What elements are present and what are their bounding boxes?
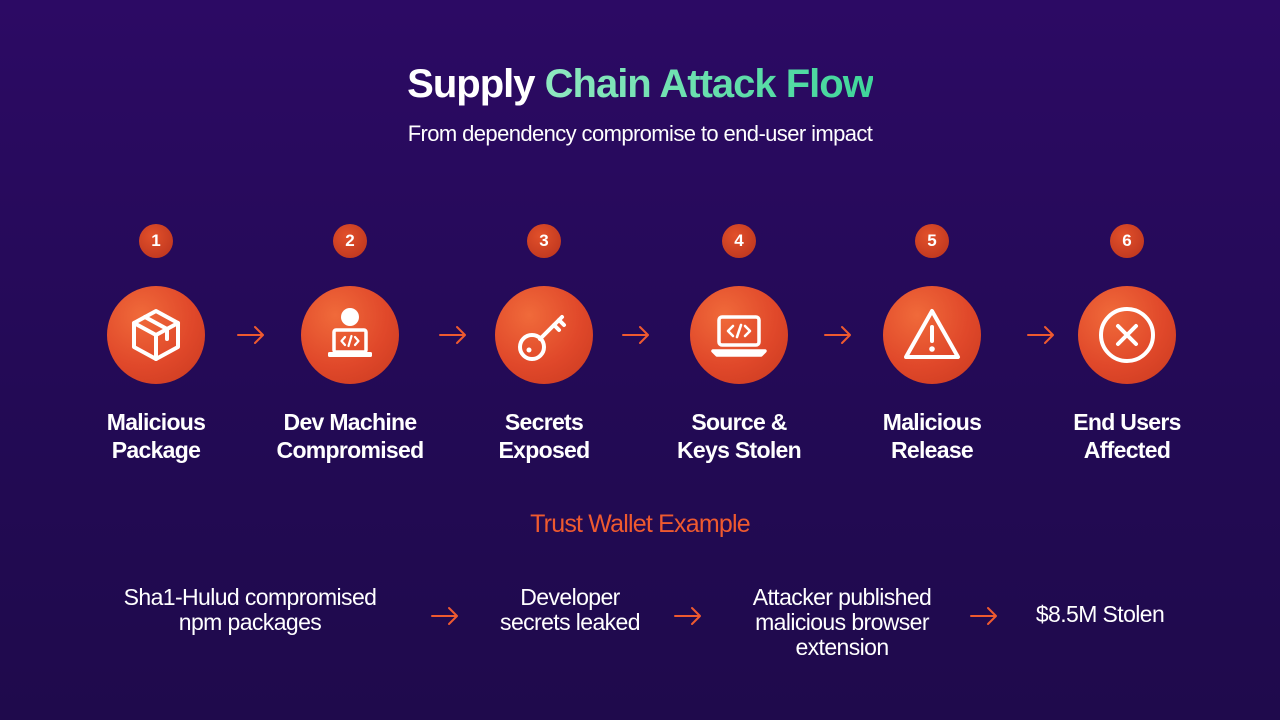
step-label: End Users Affected	[1073, 409, 1181, 463]
step-icon-circle	[690, 286, 788, 384]
arrow-right-icon	[431, 607, 458, 625]
step-number-badge: 5	[915, 224, 949, 258]
step-label: Secrets Exposed	[498, 409, 591, 463]
flow-step-5: 5 Malicious Release	[832, 224, 1032, 464]
step-icon-circle	[301, 286, 399, 384]
arrow-right-icon	[237, 326, 264, 344]
example-item-3: Attacker published malicious browser ext…	[752, 584, 932, 660]
step-icon-circle	[883, 286, 981, 384]
step-icon-circle	[1078, 286, 1176, 384]
step-icon-circle	[495, 286, 593, 384]
step-number-badge: 4	[722, 224, 756, 258]
flow-step-2: 2 Dev Machine Compromised	[250, 224, 450, 464]
flow-step-4: 4 Source & Keys Stolen	[639, 224, 839, 464]
example-item-4: $8.5M Stolen	[1035, 601, 1165, 627]
step-label: Dev Machine Compromised	[276, 409, 425, 463]
arrow-right-icon	[824, 326, 851, 344]
title-part-1: Supply	[407, 62, 535, 106]
example-title: Trust Wallet Example	[530, 510, 751, 538]
warning-triangle-icon	[904, 309, 960, 359]
step-icon-circle	[107, 286, 205, 384]
arrow-right-icon	[674, 607, 701, 625]
page-title: Supply Chain Attack Flow	[0, 62, 1280, 107]
key-icon	[518, 315, 566, 361]
step-label: Malicious Package	[106, 409, 206, 463]
step-number-badge: 1	[139, 224, 173, 258]
laptop-code-icon	[711, 315, 767, 357]
step-number-badge: 3	[527, 224, 561, 258]
page-subtitle: From dependency compromise to end-user i…	[407, 121, 873, 146]
arrow-right-icon	[1027, 326, 1054, 344]
example-item-2: Developer secrets leaked	[500, 584, 641, 635]
step-label: Malicious Release	[882, 409, 982, 463]
step-number-badge: 6	[1110, 224, 1144, 258]
arrow-right-icon	[970, 607, 997, 625]
arrow-right-icon	[439, 326, 466, 344]
flow-step-3: 3 Secrets Exposed	[444, 224, 644, 464]
arrow-right-icon	[622, 326, 649, 344]
developer-laptop-icon	[328, 308, 372, 357]
flow-step-6: 6 End Users Affected	[1027, 224, 1227, 464]
example-item-1: Sha1-Hulud compromised npm packages	[123, 584, 377, 635]
title-part-2: Chain Attack Flow	[544, 62, 874, 106]
package-box-icon	[132, 309, 180, 361]
step-label: Source & Keys Stolen	[677, 409, 802, 463]
flow-step-1: 1 Malicious Package	[56, 224, 256, 464]
step-number-badge: 2	[333, 224, 367, 258]
x-circle-icon	[1099, 307, 1155, 363]
